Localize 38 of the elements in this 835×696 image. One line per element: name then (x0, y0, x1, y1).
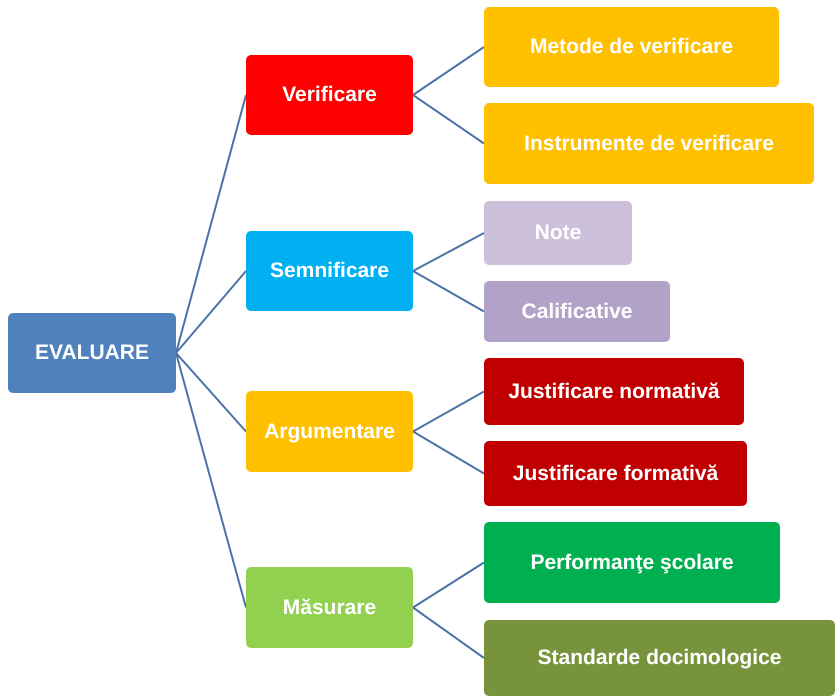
topic-box (484, 201, 632, 265)
connector-line (412, 430, 485, 474)
topic-label: Semnificare (268, 259, 390, 283)
connector-line (412, 270, 484, 312)
topic-box (484, 358, 744, 425)
topic-box (246, 567, 413, 648)
topic-label: Standarde docimologice (536, 646, 782, 670)
topic-label: Justificare normativă (507, 380, 721, 404)
topic-box (484, 281, 670, 342)
topic-box (8, 313, 176, 393)
topic-box (484, 7, 779, 87)
connector-line (412, 562, 485, 608)
topic-label: Note (534, 221, 582, 245)
topic-label: Performanţe şcolare (529, 550, 735, 574)
topic-label: Metode de verificare (528, 35, 734, 59)
topic-box (484, 522, 780, 603)
connector-line (175, 94, 247, 354)
connector-line (412, 94, 485, 144)
topic-box (484, 103, 814, 184)
topic-label: Măsurare (282, 596, 378, 620)
connector-line (175, 352, 247, 608)
connector-line (412, 232, 484, 272)
connector-line (412, 390, 484, 432)
topic-label: Instrumente de verificare (523, 132, 775, 156)
connector-line (175, 352, 247, 432)
topic-box (246, 55, 413, 135)
topic-box (484, 620, 835, 696)
topic-box (246, 391, 413, 472)
topic-label: Verificare (281, 83, 378, 107)
topic-label: Argumentare (263, 420, 396, 444)
topic-box (484, 441, 747, 506)
connector-line (412, 606, 485, 659)
topic-label: Calificative (520, 300, 634, 324)
connector-line (175, 270, 247, 354)
topic-box (246, 231, 413, 311)
connector-line (412, 46, 485, 96)
topic-label: EVALUARE (34, 341, 150, 365)
topic-label: Justificare formativă (512, 462, 720, 486)
